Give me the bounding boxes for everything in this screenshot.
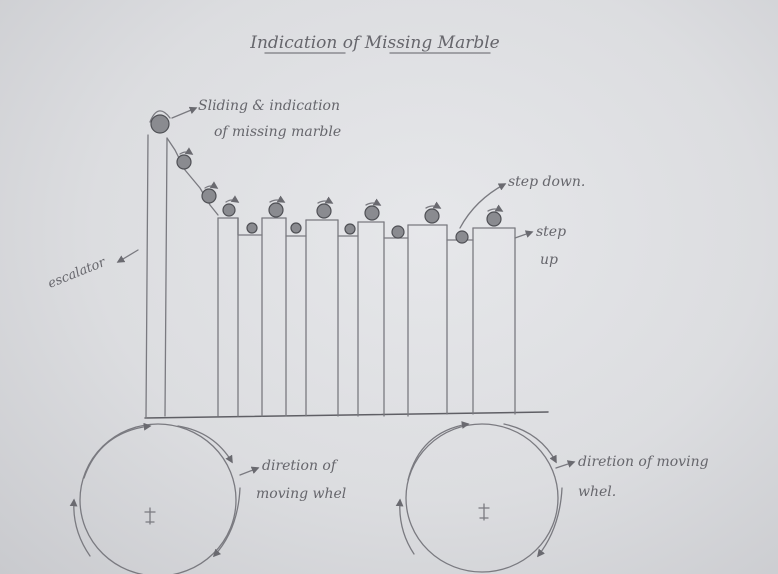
diagram-title: Indication of Missing Marble: [249, 33, 499, 53]
right-wheel-label-line1: diretion of moving: [578, 454, 709, 470]
left-wheel-label-line1: diretion of: [262, 458, 339, 474]
sliding-label-line2: of missing marble: [214, 124, 341, 140]
marble: [290, 222, 302, 234]
marble: [222, 203, 236, 217]
right-wheel-label-arrow: [555, 460, 576, 469]
marble-top: [150, 114, 170, 134]
marble: [176, 154, 192, 170]
escalator-arrow: [116, 249, 139, 263]
step-up-label-line1: step: [536, 224, 566, 240]
escalator-column: [145, 110, 171, 419]
marble: [391, 225, 405, 239]
right-wheel-label-line2: whel.: [578, 484, 616, 500]
marble: [268, 202, 284, 218]
step-up-label-line2: up: [540, 252, 558, 268]
step-up-arrow: [514, 230, 534, 239]
step-down-arrow: [459, 183, 507, 229]
marble: [316, 203, 332, 219]
left-wheel-label-arrow: [239, 466, 260, 476]
left-wheel-label-line2: moving whel: [256, 486, 346, 502]
marble: [201, 188, 217, 204]
left-wheel: [69, 422, 241, 574]
marble: [424, 208, 440, 224]
marbles: [150, 114, 502, 244]
marble-arrows: [179, 147, 504, 212]
marble: [344, 223, 356, 235]
escalator-label: escalator: [46, 255, 109, 292]
right-wheel: [395, 421, 563, 573]
step-bars: [217, 217, 516, 417]
marble: [246, 222, 258, 234]
base-line: [144, 411, 549, 419]
sliding-arrow: [171, 106, 198, 119]
marble: [455, 230, 469, 244]
step-down-label: step down.: [508, 174, 585, 190]
slide-curve: [166, 137, 219, 216]
marble: [486, 211, 502, 227]
sliding-label-line1: Sliding & indication: [198, 98, 340, 114]
marble: [364, 205, 380, 221]
